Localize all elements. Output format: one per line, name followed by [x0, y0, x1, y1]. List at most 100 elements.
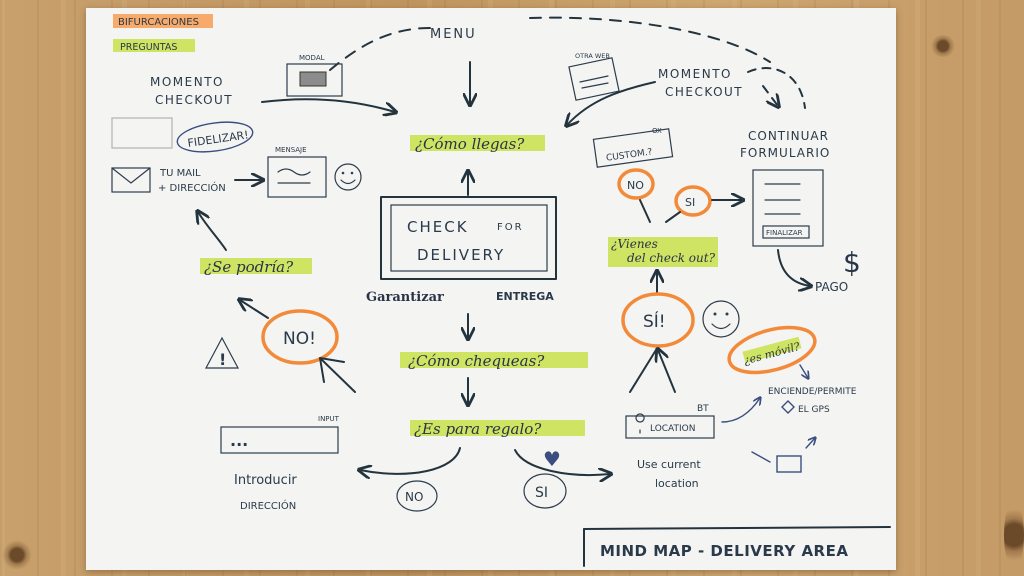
big-arrow-to-no — [319, 357, 356, 393]
regalo-si-arrow — [514, 449, 610, 475]
gps-icon — [781, 400, 795, 414]
menu-label: MENU — [430, 27, 477, 42]
no-to-sepodria-arrow — [240, 300, 269, 319]
left-input-box-top — [111, 117, 173, 149]
smiley-right-mouth — [711, 323, 731, 330]
finalizar-label: FINALIZAR — [766, 229, 803, 237]
regalo-no-label: NO — [405, 490, 423, 504]
vienes-to-no-arrow — [639, 199, 651, 223]
finalizar-button-sketch — [762, 225, 810, 239]
location-label: LOCATION — [650, 424, 696, 434]
mobile-sketch-arrow — [805, 438, 815, 449]
smiley-right-icon — [702, 300, 740, 338]
momento-checkout-right: MOMENTO CHECKOUT — [658, 67, 743, 99]
wood-knot — [2, 540, 32, 570]
como-llegas-question: ¿Cómo llegas? — [415, 135, 525, 153]
pago-label: PAGO — [815, 280, 848, 294]
fidelizar-bubble — [176, 121, 254, 153]
mobile-sketch-line — [751, 451, 771, 463]
footer-rule-top — [583, 526, 891, 530]
checkout-right-arrow — [567, 81, 656, 125]
warning-icon-mark: ! — [219, 350, 226, 369]
garantizar-label: Garantizar — [366, 290, 444, 305]
no-excl-label: NO! — [283, 329, 316, 349]
menu-dashed-arc — [329, 16, 771, 71]
smiley-eye — [341, 171, 345, 175]
es-movil-highlight — [742, 336, 802, 364]
se-podria-question: ¿Se podría? — [204, 258, 294, 276]
legend-bifurcaciones-swatch — [113, 14, 213, 28]
check-for-delivery-box-inner — [390, 204, 548, 272]
location-to-si-arrow — [629, 350, 676, 393]
form-to-pago-arrow — [777, 249, 810, 286]
message-sketch-wave — [277, 168, 311, 176]
regalo-si-label: SI — [535, 485, 548, 501]
enciende-label: ENCIENDE/PERMITE EL GPS — [768, 387, 859, 415]
otra-web-sketch — [568, 57, 620, 101]
fidelizar-label: FIDELIZAR! — [187, 128, 250, 149]
tu-mail-label: TU MAIL + DIRECCIÓN — [158, 168, 226, 194]
paper-sheet — [86, 8, 896, 570]
otra-web-sketch-line — [579, 75, 609, 83]
como-llegas-highlight — [410, 135, 545, 151]
es-movil-down-arrow — [799, 364, 808, 378]
location-button-sketch — [625, 415, 715, 439]
entrega-label: ENTREGA — [496, 290, 554, 303]
smiley-mouth — [340, 179, 356, 185]
checkout-left-arrow — [261, 98, 395, 112]
smiley-right-eye — [725, 312, 729, 316]
si-right-label: SI — [685, 196, 695, 209]
custom-sketch — [592, 128, 674, 168]
modal-sketch — [286, 63, 343, 97]
momento-checkout-left: MOMENTO CHECKOUT — [150, 75, 233, 107]
mobile-sketch — [776, 455, 802, 473]
checkout-right-dashed-arrow — [747, 67, 806, 108]
smiley-right-eye — [713, 312, 717, 316]
smiley-icon — [334, 163, 362, 191]
regalo-no-circle — [396, 480, 438, 512]
form-sketch — [752, 169, 824, 247]
se-podria-highlight — [200, 258, 312, 274]
legend: BIFURCACIONES PREGUNTAS — [113, 14, 213, 53]
legend-preguntas-swatch — [113, 39, 195, 52]
como-chequeas-question: ¿Cómo chequeas? — [408, 352, 545, 370]
input-dots: ... — [230, 431, 248, 450]
no-right-label: NO — [627, 179, 644, 192]
si-right-circle — [674, 185, 712, 217]
use-current-label: Use current location — [637, 458, 704, 490]
input-field-sketch — [220, 426, 339, 454]
si-big-label: SÍ! — [643, 310, 666, 332]
input-label: INPUT — [318, 415, 340, 423]
introducir-label: Introducir DIRECCIÓN — [234, 473, 301, 512]
location-pin-icon — [635, 413, 645, 434]
footer-title: MIND MAP - DELIVERY AREA — [600, 542, 848, 560]
dollar-icon: $ — [843, 246, 861, 279]
mail-icon — [111, 167, 151, 193]
continuar-formulario-label: CONTINUAR FORMULARIO — [740, 129, 834, 160]
se-podria-up-arrow — [198, 212, 227, 251]
mail-icon-flap — [111, 167, 151, 184]
bt-label: BT — [697, 404, 709, 414]
regalo-no-arrow — [360, 447, 461, 474]
modal-label: MODAL — [299, 54, 325, 62]
vienes-to-si-arrow — [665, 211, 681, 223]
custom-label: CUSTOM.? — [606, 147, 654, 163]
heart-icon: ♥ — [543, 447, 561, 471]
no-right-circle — [617, 168, 655, 200]
legend-preguntas-label: PREGUNTAS — [120, 42, 177, 53]
regalo-si-circle — [523, 473, 567, 509]
location-to-enciende-arrow — [721, 398, 760, 423]
es-movil-circle — [727, 325, 817, 375]
message-sketch — [267, 156, 327, 198]
check-for-delivery-box-outer — [380, 196, 557, 280]
wood-knot — [930, 35, 956, 57]
otra-web-sketch-line — [581, 82, 609, 89]
mensaje-label: MENSAJE — [275, 146, 307, 154]
como-chequeas-highlight — [400, 352, 588, 368]
wood-knot — [1004, 500, 1024, 570]
vienes-highlight — [608, 237, 718, 267]
check-for-delivery-title: CHECK FOR DELIVERY — [407, 216, 530, 264]
otra-web-label: OTRA WEB — [575, 52, 610, 60]
vienes-question: ¿Vienes del check out? — [611, 237, 716, 265]
